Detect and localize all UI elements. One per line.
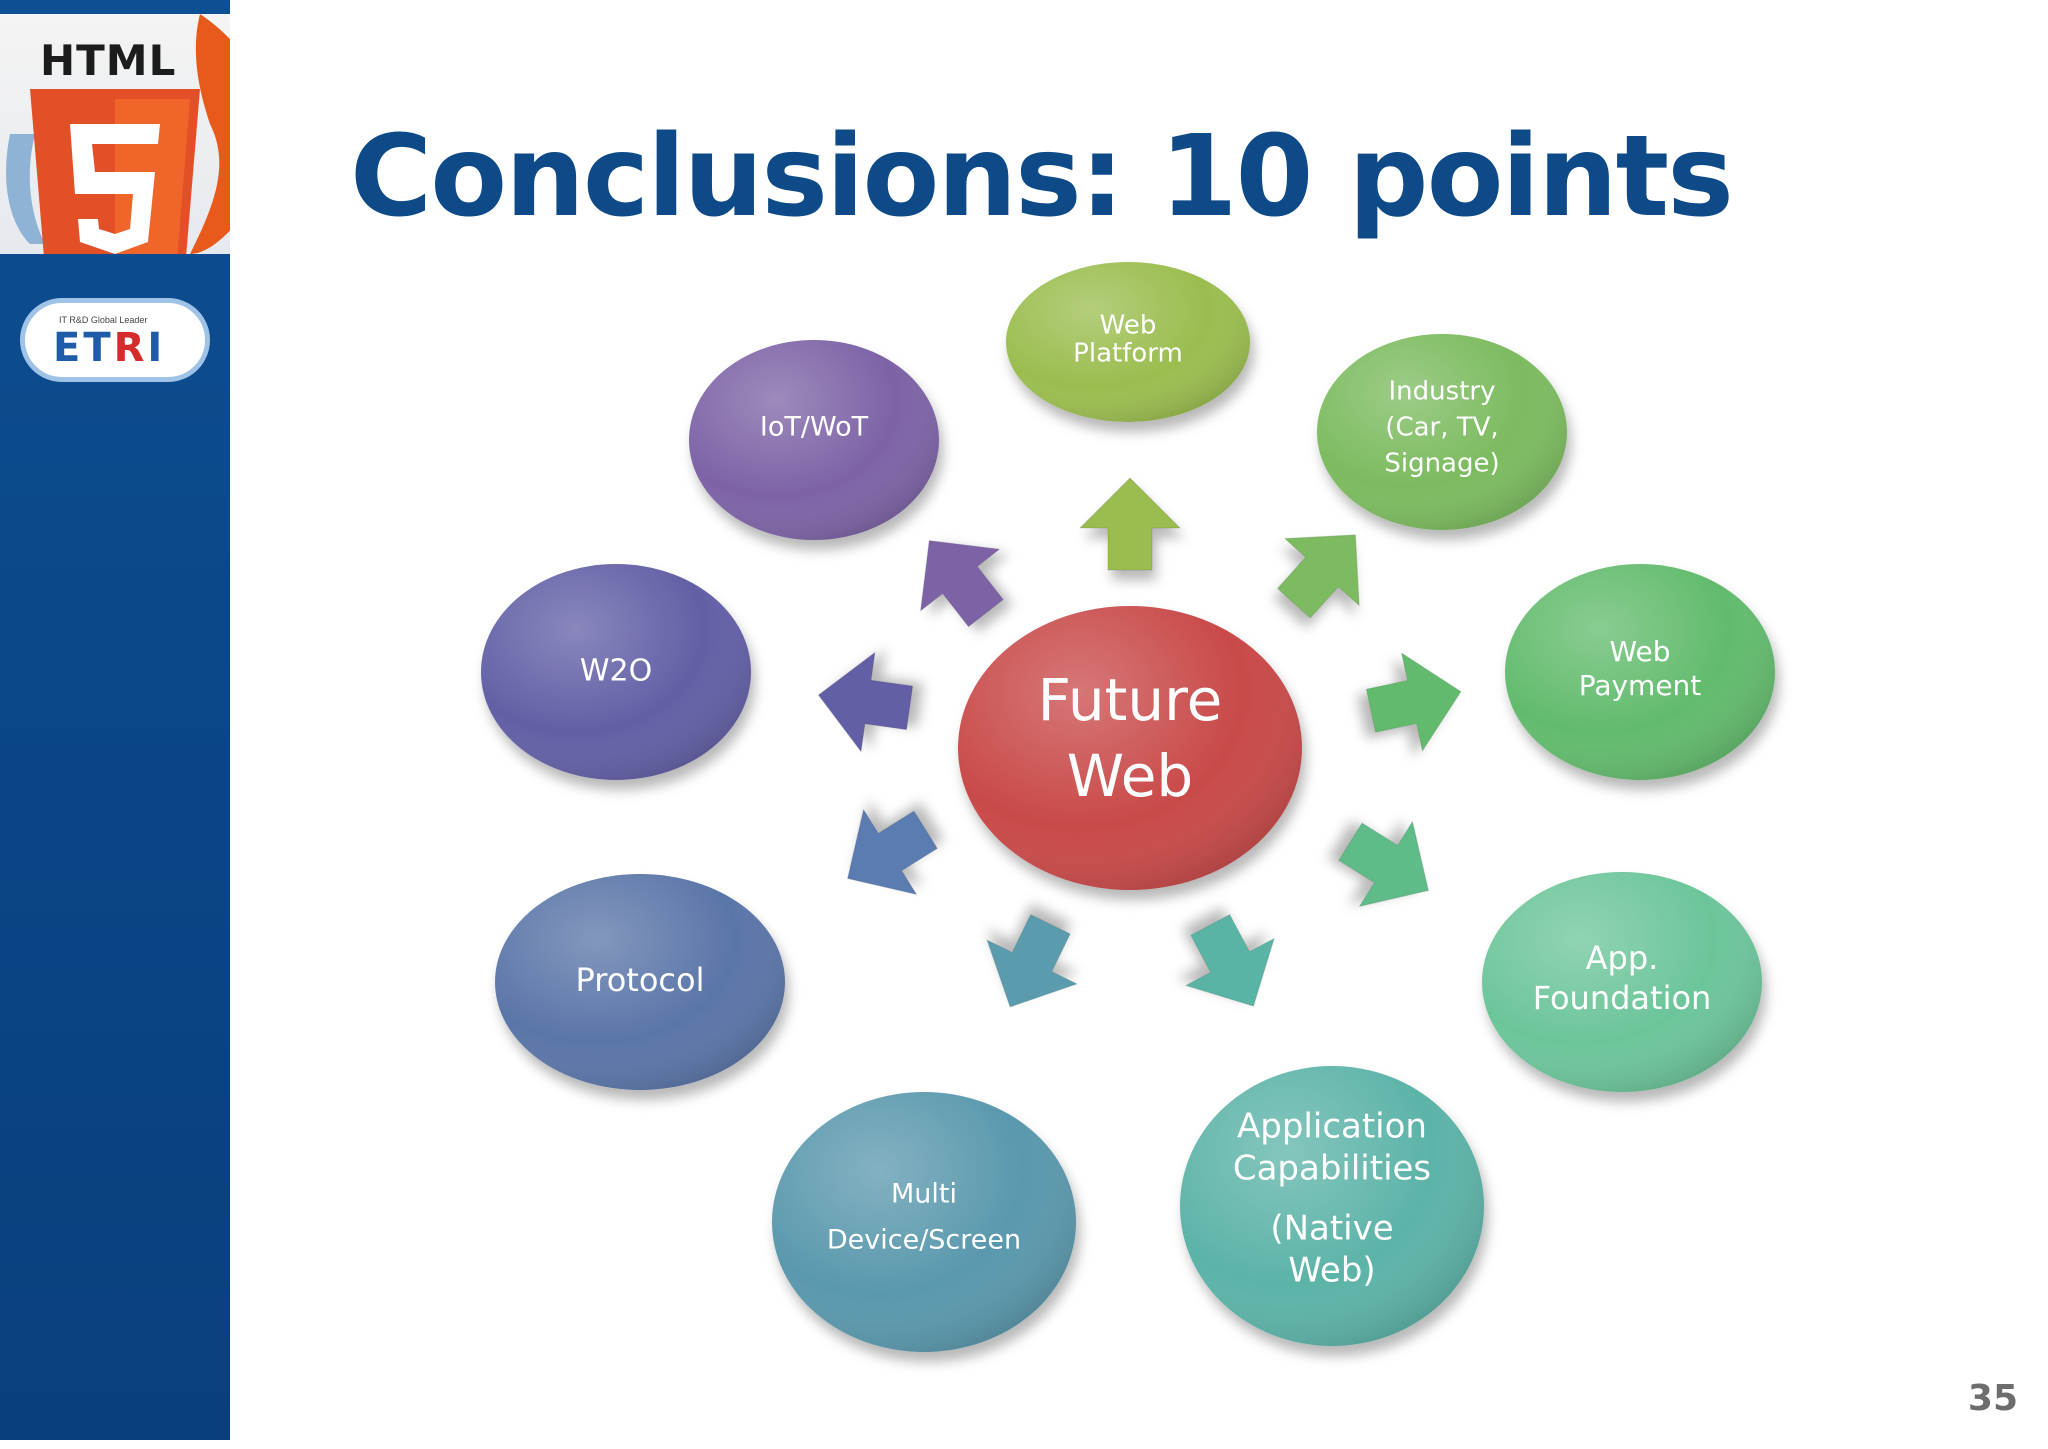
- node-label-line: Web: [1609, 635, 1670, 668]
- node-industry: Industry (Car, TV, Signage): [1317, 334, 1567, 530]
- node-label-line: Application: [1237, 1107, 1427, 1147]
- logo-panel: HTML: [0, 14, 230, 254]
- node-shading: [1505, 564, 1775, 780]
- node-iot-wot: IoT/WoT: [689, 340, 939, 540]
- etri-logo-text-et: ET: [53, 325, 114, 371]
- direction-arrow-icon: [1184, 913, 1275, 1007]
- direction-arrow-icon: [986, 913, 1079, 1008]
- node-label-line: Foundation: [1533, 979, 1712, 1017]
- node-shading: [1006, 262, 1250, 422]
- node-label-line: (Native: [1270, 1209, 1393, 1249]
- node-label-line: Industry: [1389, 377, 1496, 407]
- node-label-line: App.: [1586, 939, 1659, 977]
- node-label-line: Multi: [891, 1179, 957, 1210]
- etri-logo-text-i: I: [147, 325, 166, 371]
- etri-logo-badge: IT R&D Global Leader ETRI: [20, 298, 210, 382]
- node-w2o: W2O: [481, 564, 751, 780]
- node-label-line: Platform: [1073, 339, 1183, 369]
- direction-arrow-icon: [1365, 652, 1462, 753]
- node-label-line: Web): [1288, 1251, 1375, 1291]
- node-label-line: W2O: [580, 654, 652, 689]
- node-shading: [495, 874, 785, 1090]
- page-number: 35: [1967, 1378, 2018, 1419]
- node-label-line: Payment: [1579, 669, 1702, 702]
- center-label-line: Future: [1038, 666, 1223, 734]
- node-shading: [481, 564, 751, 780]
- node-label-line: Protocol: [576, 961, 705, 999]
- node-shading: [772, 1092, 1076, 1352]
- direction-arrow-icon: [919, 540, 1004, 628]
- direction-arrow-icon: [1338, 820, 1430, 908]
- node-label-line: (Car, TV,: [1385, 413, 1498, 443]
- node-shading: [1317, 334, 1567, 530]
- node-label-line: Capabilities: [1233, 1149, 1431, 1189]
- node-label-line: Signage): [1384, 449, 1499, 479]
- direction-arrow-icon: [846, 808, 938, 896]
- node-label-line: Web: [1100, 311, 1157, 341]
- etri-tagline: IT R&D Global Leader: [59, 315, 148, 325]
- direction-arrow-icon: [1276, 534, 1360, 619]
- center-label-line: Web: [1067, 742, 1193, 810]
- node-shading: [1482, 872, 1762, 1092]
- node-shading: [958, 606, 1302, 890]
- direction-arrow-icon: [817, 651, 914, 753]
- slide-title: Conclusions: 10 points: [350, 112, 1734, 242]
- direction-arrow-icon: [1078, 477, 1182, 571]
- node-protocol: Protocol: [495, 874, 785, 1090]
- node-shading: [689, 340, 939, 540]
- node-label-line: IoT/WoT: [760, 412, 869, 443]
- etri-logo-text: ETRI: [53, 325, 165, 371]
- node-label-line: Device/Screen: [827, 1225, 1021, 1256]
- node-shading: [1180, 1066, 1484, 1346]
- node-app-foundation: App.Foundation: [1482, 872, 1762, 1092]
- html5-logo-text: HTML: [40, 36, 177, 85]
- html5-shield-icon: [6, 14, 230, 254]
- etri-logo-text-r: R: [113, 325, 148, 371]
